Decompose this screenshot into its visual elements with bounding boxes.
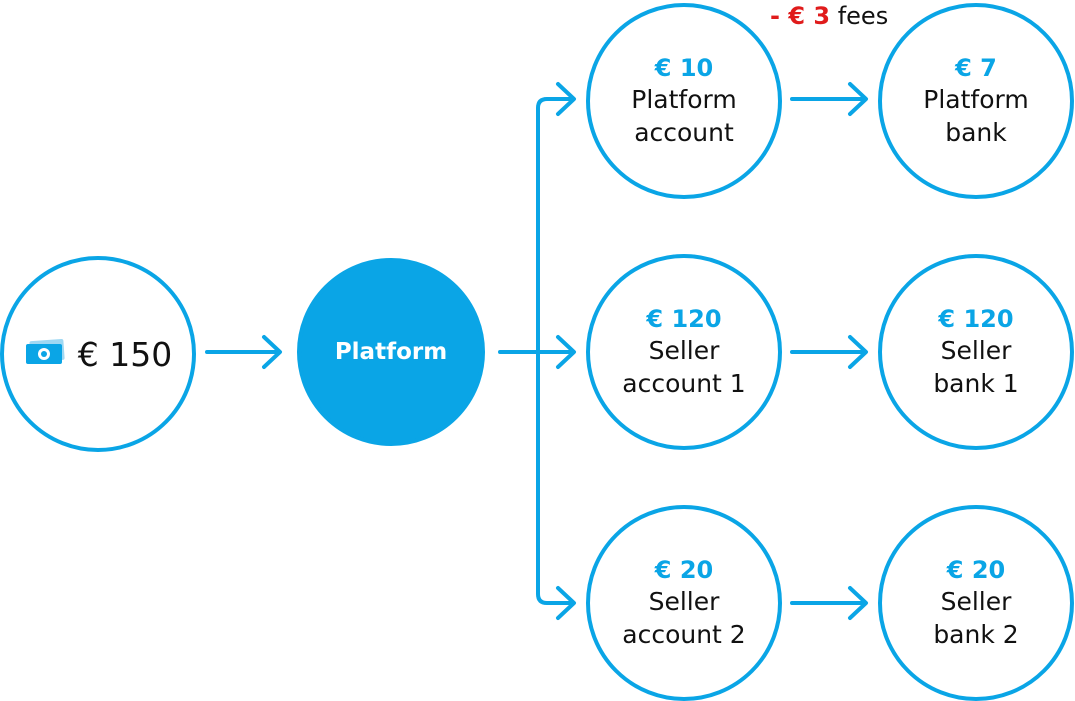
node-amount: € 120 — [938, 305, 1014, 333]
payment-row: € 150 — [24, 335, 172, 374]
fees-amount: - € 3 — [770, 2, 831, 30]
arrow-account-to-bank-seller-2 — [790, 586, 868, 620]
node-label-line2: account 2 — [622, 620, 746, 649]
node-label-line2: bank 1 — [933, 369, 1019, 398]
node-amount: € 10 — [654, 54, 714, 82]
seller-account-2-node: € 20 Seller account 2 — [586, 505, 782, 701]
banknote-icon — [24, 338, 66, 370]
node-label-line2: bank 2 — [933, 620, 1019, 649]
node-label-line1: Seller — [648, 587, 720, 616]
arrow-account-to-bank-platform — [790, 82, 868, 116]
seller-bank-2-node: € 20 Seller bank 2 — [878, 505, 1074, 701]
payment-amount: € 150 — [77, 334, 173, 374]
node-label-line1: Seller — [940, 336, 1012, 365]
fees-annotation: - € 3 fees — [770, 2, 888, 30]
platform-bank-node: € 7 Platform bank — [878, 3, 1074, 199]
branch-connector — [498, 82, 576, 620]
node-label-line2: bank — [945, 118, 1007, 147]
platform-node: Platform — [297, 258, 485, 446]
platform-label: Platform — [334, 339, 448, 365]
node-label-line2: account 1 — [622, 369, 746, 398]
node-amount: € 120 — [646, 305, 722, 333]
fees-label: fees — [837, 2, 889, 30]
node-amount: € 20 — [946, 556, 1006, 584]
node-label-line1: Platform — [631, 85, 737, 114]
node-label-line1: Seller — [940, 587, 1012, 616]
node-label-line2: account — [634, 118, 734, 147]
platform-account-node: € 10 Platform account — [586, 3, 782, 199]
node-label-line1: Seller — [648, 336, 720, 365]
node-amount: € 20 — [654, 556, 714, 584]
seller-bank-1-node: € 120 Seller bank 1 — [878, 254, 1074, 450]
arrow-account-to-bank-seller-1 — [790, 335, 868, 369]
arrow-payment-to-platform — [205, 335, 282, 369]
payment-node: € 150 — [0, 256, 196, 452]
node-amount: € 7 — [955, 54, 997, 82]
seller-account-1-node: € 120 Seller account 1 — [586, 254, 782, 450]
node-label-line1: Platform — [923, 85, 1029, 114]
